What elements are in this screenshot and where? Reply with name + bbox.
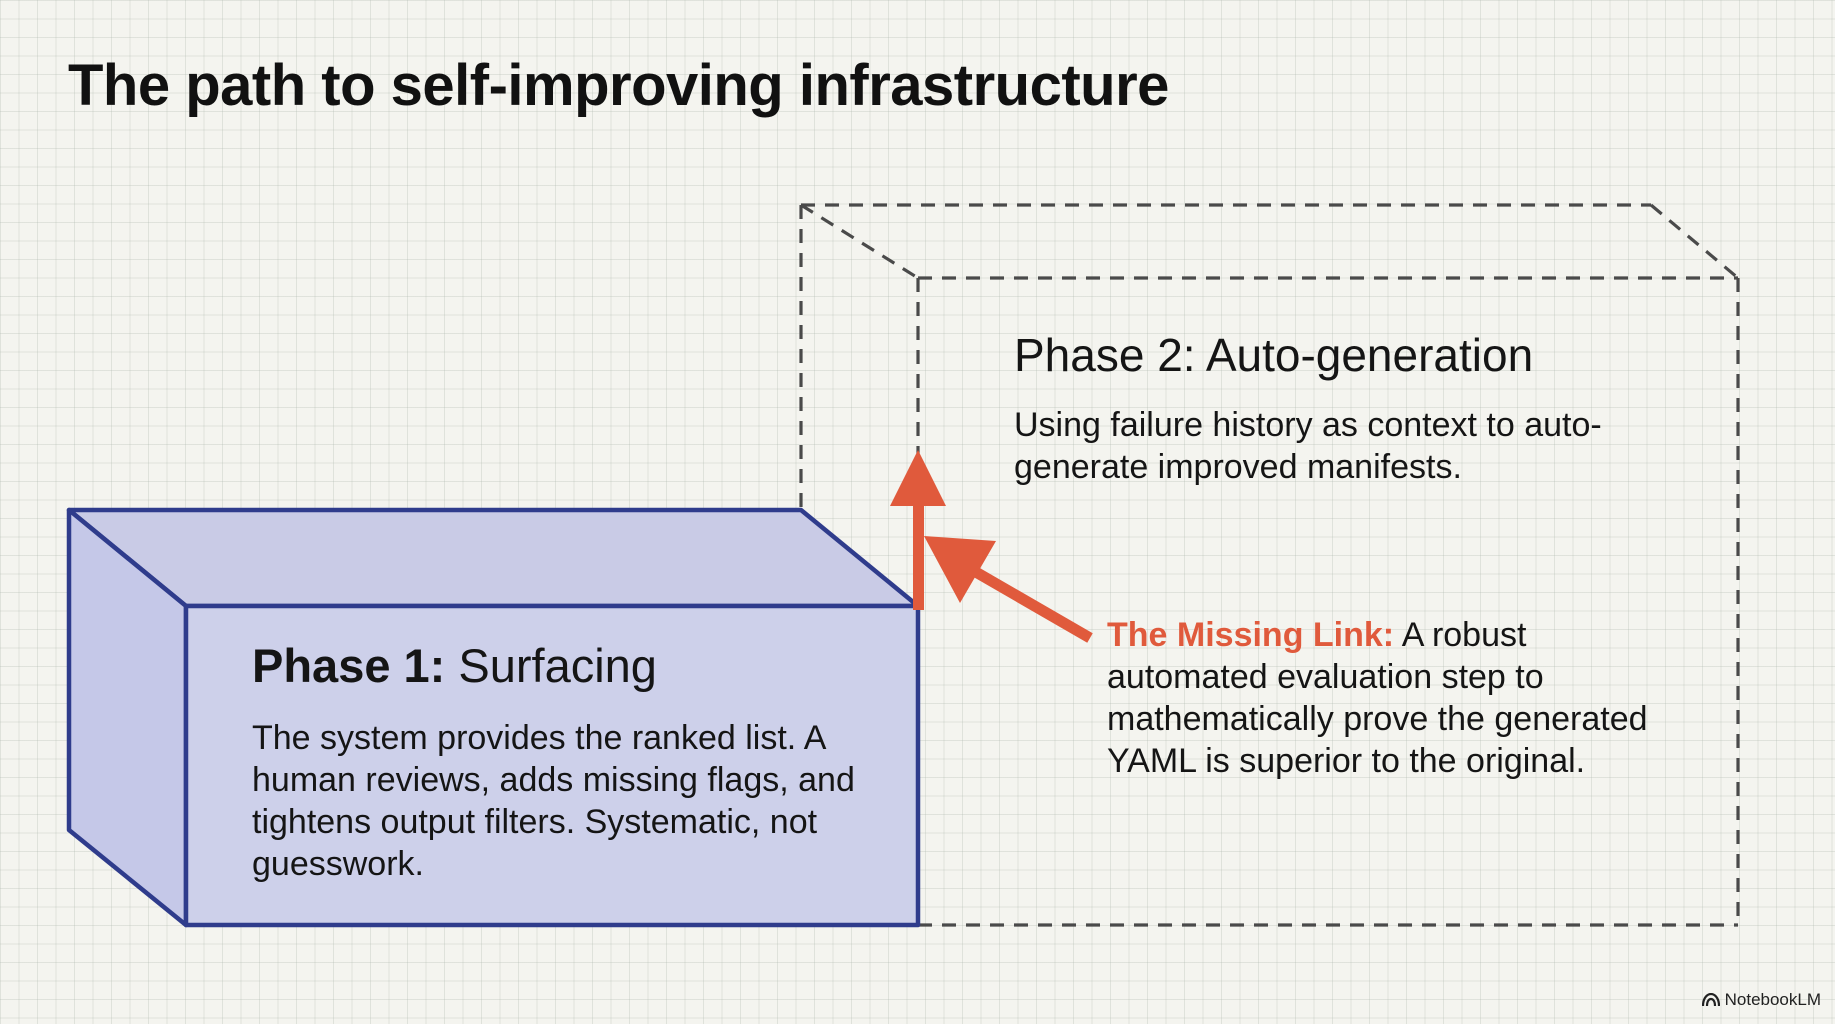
missing-link-arrow	[924, 536, 1093, 643]
phase1-title: Phase 1: Surfacing	[252, 638, 912, 693]
phase2-description: Using failure history as context to auto…	[1014, 406, 1602, 486]
phase1-box	[66, 507, 921, 928]
phase2-dashed-box	[799, 203, 1740, 927]
watermark: NotebookLM	[1701, 990, 1821, 1010]
phase1-label: Phase 1:	[252, 639, 446, 692]
watermark-text: NotebookLM	[1724, 990, 1821, 1009]
phase1-name: Surfacing	[445, 639, 657, 692]
missing-link-text: A robust automated evaluation step to ma…	[1107, 616, 1648, 780]
missing-link-title: The Missing Link:	[1107, 616, 1395, 654]
phase1-description: The system provides the ranked list. A h…	[252, 719, 855, 883]
phase1-content: Phase 1: Surfacing The system provides t…	[252, 638, 912, 885]
phase2-left-diagonal-edge	[800, 203, 919, 280]
phase2-title: Phase 2: Auto-generation	[1014, 329, 1534, 381]
notebooklm-logo-icon	[1701, 993, 1720, 1007]
phase2-right-diagonal-edge	[1649, 203, 1740, 280]
slide-title: The path to self-improving infrastructur…	[68, 53, 1169, 118]
phase1-top-face	[66, 507, 921, 609]
missing-link-callout: The Missing Link: A robust automated eva…	[1107, 614, 1667, 782]
phase1-front-face	[183, 603, 921, 928]
missing-link-paragraph: The Missing Link: A robust automated eva…	[1107, 614, 1667, 782]
phase2-content: Phase 2: Auto-generation Using failure h…	[1014, 328, 1714, 488]
progress-arrow-up	[890, 450, 946, 610]
